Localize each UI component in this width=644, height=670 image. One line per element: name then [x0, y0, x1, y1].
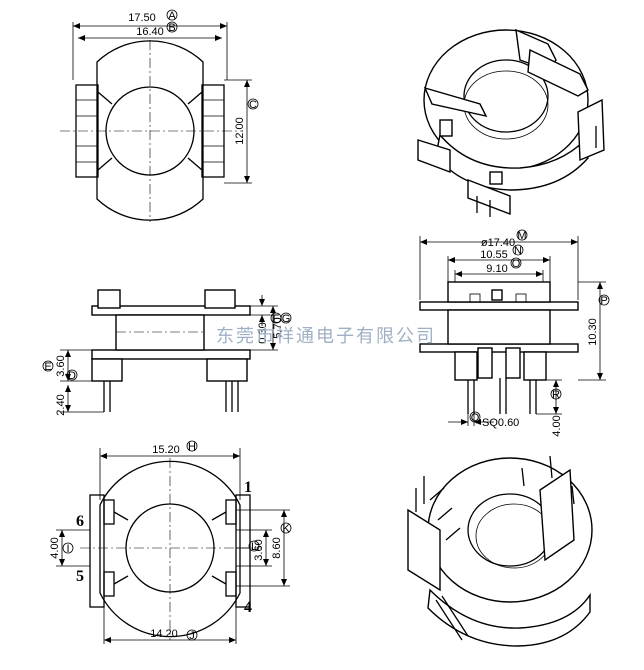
side-view: 3.60 D E 2.40 0.30 5.70 F G: [42, 289, 292, 416]
top-view-flange: [96, 40, 204, 221]
top-view-right-pin-block: [201, 84, 225, 178]
bottom-view: 1 4 5 6 15.20 H 4.00 I 14.20 J 8.60 K: [49, 440, 292, 644]
dim-o-value: 9.10: [486, 263, 507, 275]
pin-label-4: 4: [244, 599, 252, 616]
dim-k-value: 8.60: [271, 537, 283, 558]
top-view-left-pin-block: [75, 84, 99, 178]
dim-l-mark: L: [251, 541, 257, 553]
pin-label-5: 5: [76, 568, 84, 585]
dim-b-mark: B: [168, 22, 175, 34]
dim-a-mark: A: [168, 10, 176, 22]
dim-j-value: 14.20: [150, 628, 178, 640]
dim-f-value: 0.30: [257, 322, 269, 343]
isometric-view-bottom: [407, 455, 593, 647]
dim-q-mark: Q: [471, 412, 480, 424]
dim-i-value: 4.00: [49, 537, 61, 558]
dim-p-mark: P: [600, 295, 607, 307]
dim-f-mark: F: [273, 313, 280, 325]
dim-l-value: 3.60: [253, 539, 265, 560]
dim-r-mark: R: [552, 389, 560, 401]
dim-m-mark: M: [517, 230, 526, 242]
dim-h-mark: H: [188, 441, 196, 453]
front-view: ø17.40 M 10.55 N 9.10 O 10.30 P Q SQ0.60: [419, 229, 610, 437]
dim-e-value: 2.40: [55, 394, 67, 415]
dim-r-value: 4.00: [551, 415, 563, 436]
dim-h-value: 15.20: [152, 444, 180, 456]
dim-n-value: 10.55: [480, 249, 508, 261]
dim-c-value: 12.00: [234, 117, 246, 145]
dim-i-mark: I: [66, 543, 69, 555]
pin-label-1: 1: [244, 479, 252, 496]
dim-o-mark: O: [512, 258, 521, 270]
dim-m-value: ø17.40: [481, 237, 515, 249]
top-view: 17.50 A 16.40 B 12.00 C: [60, 9, 259, 222]
side-view-bottom-flange: [91, 349, 251, 360]
watermark-text: 东莞市祥通电子有限公司: [216, 326, 436, 347]
isometric-view-top: [417, 28, 605, 217]
bottom-view-flange: [99, 460, 241, 638]
dim-p-value: 10.30: [587, 318, 599, 346]
dim-j-mark: J: [189, 630, 195, 642]
dim-c-mark: C: [249, 99, 257, 111]
dim-a-value: 17.50: [128, 12, 156, 24]
dim-k-mark: K: [282, 523, 290, 535]
dim-q-value: SQ0.60: [482, 417, 519, 429]
dim-d-mark: D: [68, 370, 76, 382]
dim-g-mark: G: [282, 313, 291, 325]
dim-n-mark: N: [514, 245, 522, 257]
pin-label-6: 6: [76, 513, 84, 530]
dim-e-mark: E: [44, 361, 51, 373]
dim-d-value: 3.60: [55, 355, 67, 376]
dim-b-value: 16.40: [136, 26, 164, 38]
